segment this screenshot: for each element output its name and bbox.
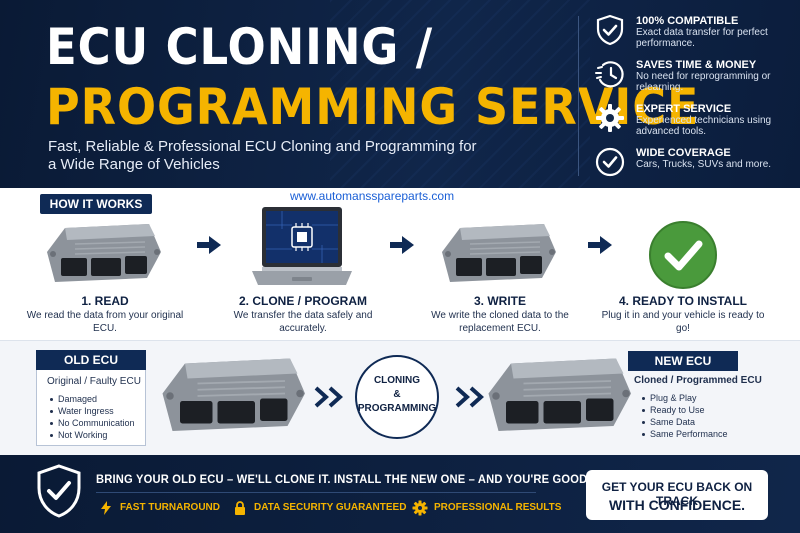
feature-coverage: WIDE COVERAGE Cars, Trucks, SUVs and mor… — [594, 146, 794, 188]
cloning-circle: CLONING & PROGRAMMING — [355, 355, 439, 439]
badge-label: FAST TURNAROUND — [120, 502, 220, 513]
feature-desc: No need for reprogramming or relearning. — [636, 71, 771, 93]
clock-icon — [595, 61, 624, 88]
step-4-desc: Plug it in and your vehicle is ready to … — [601, 310, 765, 334]
header-divider — [578, 16, 579, 176]
feature-desc: Experienced technicians using advanced t… — [636, 115, 772, 137]
list-item: Water Ingress — [49, 405, 135, 417]
new-ecu-subtitle: Cloned / Programmed ECU — [634, 375, 762, 386]
feature-title: EXPERT SERVICE — [636, 103, 732, 115]
programming-label: PROGRAMMING — [357, 403, 437, 414]
shield-check-icon — [596, 14, 624, 46]
list-item: No Communication — [49, 417, 135, 429]
badge-label: DATA SECURITY GUARANTEED — [254, 502, 407, 513]
new-ecu-list: Plug & Play Ready to Use Same Data Same … — [641, 392, 728, 440]
double-chevron-icon — [455, 386, 484, 408]
cta-box[interactable]: GET YOUR ECU BACK ON TRACK WITH CONFIDEN… — [586, 470, 768, 520]
feature-desc: Exact data transfer for perfect performa… — [636, 27, 768, 49]
feature-title: 100% COMPATIBLE — [636, 15, 739, 27]
arrow-right-icon — [390, 236, 414, 254]
step-2-title: 2. CLONE / PROGRAM — [238, 294, 367, 308]
footer-tagline: BRING YOUR OLD ECU – WE'LL CLONE IT. INS… — [96, 472, 632, 486]
new-ecu-title: NEW ECU — [628, 351, 738, 371]
website-link[interactable]: www.automansspareparts.com — [290, 189, 455, 203]
step-1-desc: We read the data from your original ECU. — [26, 310, 184, 334]
cta-line-2: WITH CONFIDENCE. — [608, 497, 746, 513]
old-ecu-box: OLD ECU Original / Faulty ECU Damaged Wa… — [36, 350, 146, 446]
step-3-title: 3. WRITE — [473, 294, 526, 308]
list-item: Same Performance — [641, 428, 728, 440]
title-line-2: PROGRAMMING SERVICE — [46, 78, 700, 136]
step-3-desc: We write the cloned data to the replacem… — [431, 310, 569, 334]
old-ecu-title: OLD ECU — [36, 350, 146, 370]
new-ecu-image — [488, 358, 631, 431]
feature-desc: Cars, Trucks, SUVs and more. — [636, 159, 772, 170]
step-4-title: 4. READY TO INSTALL — [618, 294, 747, 308]
double-chevron-icon — [314, 386, 343, 408]
footer-divider — [96, 492, 536, 493]
title-line-1: ECU CLONING / — [46, 18, 434, 76]
list-item: Not Working — [49, 429, 135, 441]
subtitle: Fast, Reliable & Professional ECU Clonin… — [48, 138, 477, 173]
old-ecu-image — [162, 358, 305, 431]
step-2-desc: We transfer the data safely and accurate… — [233, 310, 373, 334]
old-ecu-list: Damaged Water Ingress No Communication N… — [49, 393, 135, 441]
feature-title: WIDE COVERAGE — [636, 147, 731, 159]
gear-icon — [596, 104, 624, 132]
laptop-image — [252, 207, 352, 285]
old-ecu-subtitle: Original / Faulty ECU — [47, 376, 141, 387]
gear-icon — [412, 500, 428, 516]
list-item: Plug & Play — [641, 392, 728, 404]
arrow-right-icon — [197, 236, 221, 254]
ecu-module-image — [442, 224, 556, 282]
shield-check-icon — [37, 464, 81, 518]
header-banner: ECU CLONING / PROGRAMMING SERVICE Fast, … — [0, 0, 800, 188]
badge-label: PROFESSIONAL RESULTS — [434, 502, 562, 513]
list-item: Ready to Use — [641, 404, 728, 416]
feature-expert: EXPERT SERVICE Experienced technicians u… — [594, 102, 794, 146]
feature-saves-time: SAVES TIME & MONEY No need for reprogram… — [594, 58, 794, 102]
check-circle-icon — [649, 221, 717, 289]
list-item: Same Data — [641, 416, 728, 428]
list-item: Damaged — [49, 393, 135, 405]
feature-compatible: 100% COMPATIBLE Exact data transfer for … — [594, 14, 794, 58]
step-1-title: 1. READ — [81, 294, 129, 308]
lightning-icon — [101, 501, 111, 515]
cta-line-1: GET YOUR ECU BACK ON TRACK — [601, 480, 753, 508]
ecu-module-image — [47, 224, 161, 282]
how-it-works-badge: HOW IT WORKS — [40, 194, 152, 214]
lock-icon — [235, 501, 245, 515]
ampersand-label: & — [393, 389, 401, 400]
feature-title: SAVES TIME & MONEY — [636, 59, 757, 71]
cloning-label: CLONING — [373, 375, 421, 386]
arrow-right-icon — [588, 236, 612, 254]
check-circle-icon — [595, 147, 625, 177]
